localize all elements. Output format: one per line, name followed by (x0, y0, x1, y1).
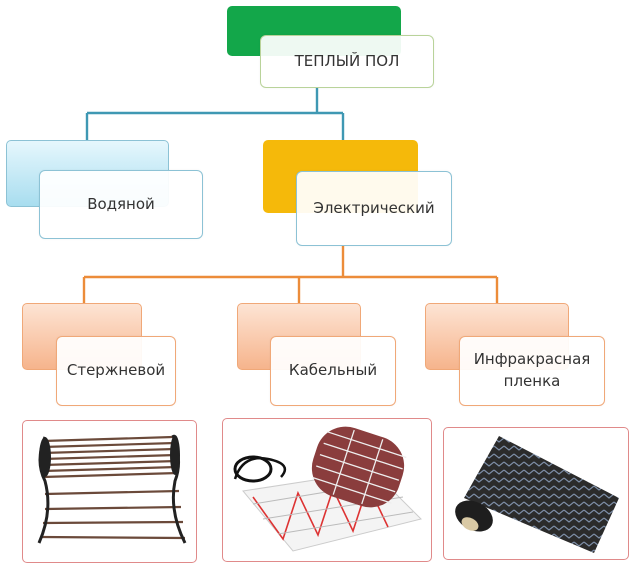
blue-connectors (85, 88, 345, 140)
rod-label: Стержневой (66, 361, 166, 380)
cable-node: Кабельный (270, 336, 396, 406)
electric-node: Электрический (296, 171, 452, 246)
cable-label: Кабельный (288, 361, 378, 380)
root-label: ТЕПЛЫЙ ПОЛ (294, 51, 400, 70)
rod-heating-mat-image (22, 420, 197, 563)
electric-label: Электрический (313, 198, 435, 217)
cable-heating-mat-roll-image (222, 418, 432, 562)
rod-mat-illustration (37, 434, 187, 544)
orange-connectors (82, 246, 499, 303)
film-label: Инфракрасная пленка (473, 350, 591, 390)
rod-node: Стержневой (56, 336, 176, 406)
infrared-film-illustration (455, 436, 619, 553)
infrared-film-roll-image (443, 427, 629, 560)
water-label: Водяной (87, 194, 155, 213)
cable-mat-illustration (233, 426, 422, 552)
water-node: Водяной (39, 170, 203, 239)
root-node: ТЕПЛЫЙ ПОЛ (260, 35, 434, 88)
film-node: Инфракрасная пленка (459, 336, 605, 406)
